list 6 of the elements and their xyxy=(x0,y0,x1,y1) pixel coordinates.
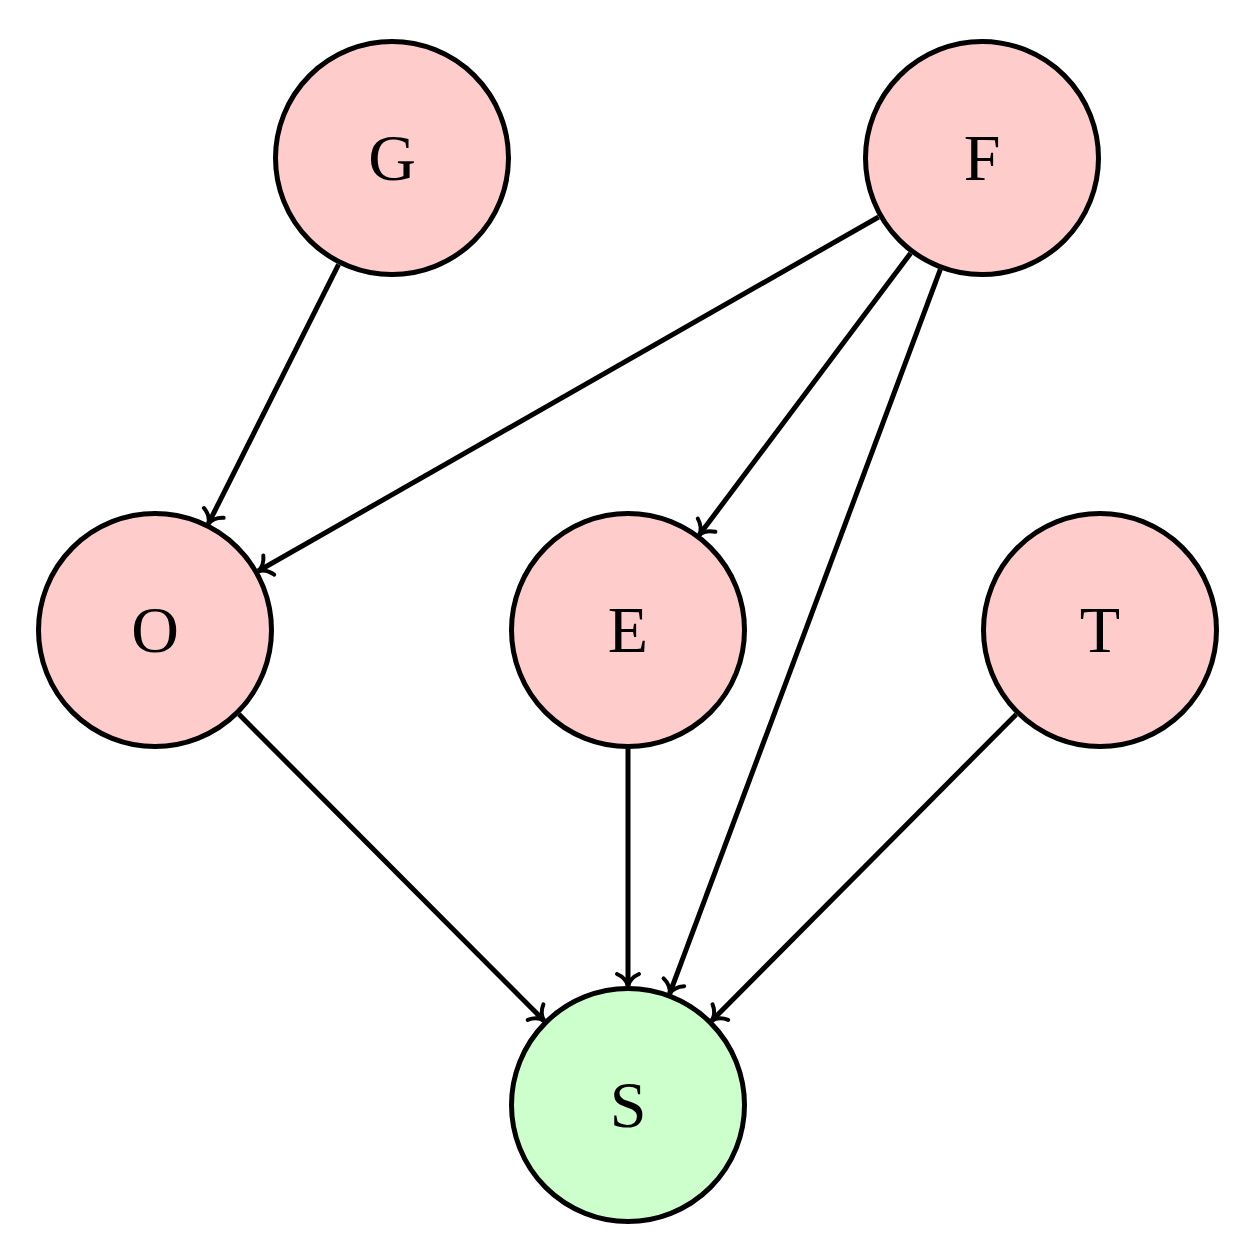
node-label: S xyxy=(609,1072,647,1138)
node-label: E xyxy=(607,597,649,663)
node-label: F xyxy=(963,125,1001,191)
node-label: T xyxy=(1079,597,1121,663)
node-label: O xyxy=(131,597,179,663)
node-label: G xyxy=(368,125,416,191)
